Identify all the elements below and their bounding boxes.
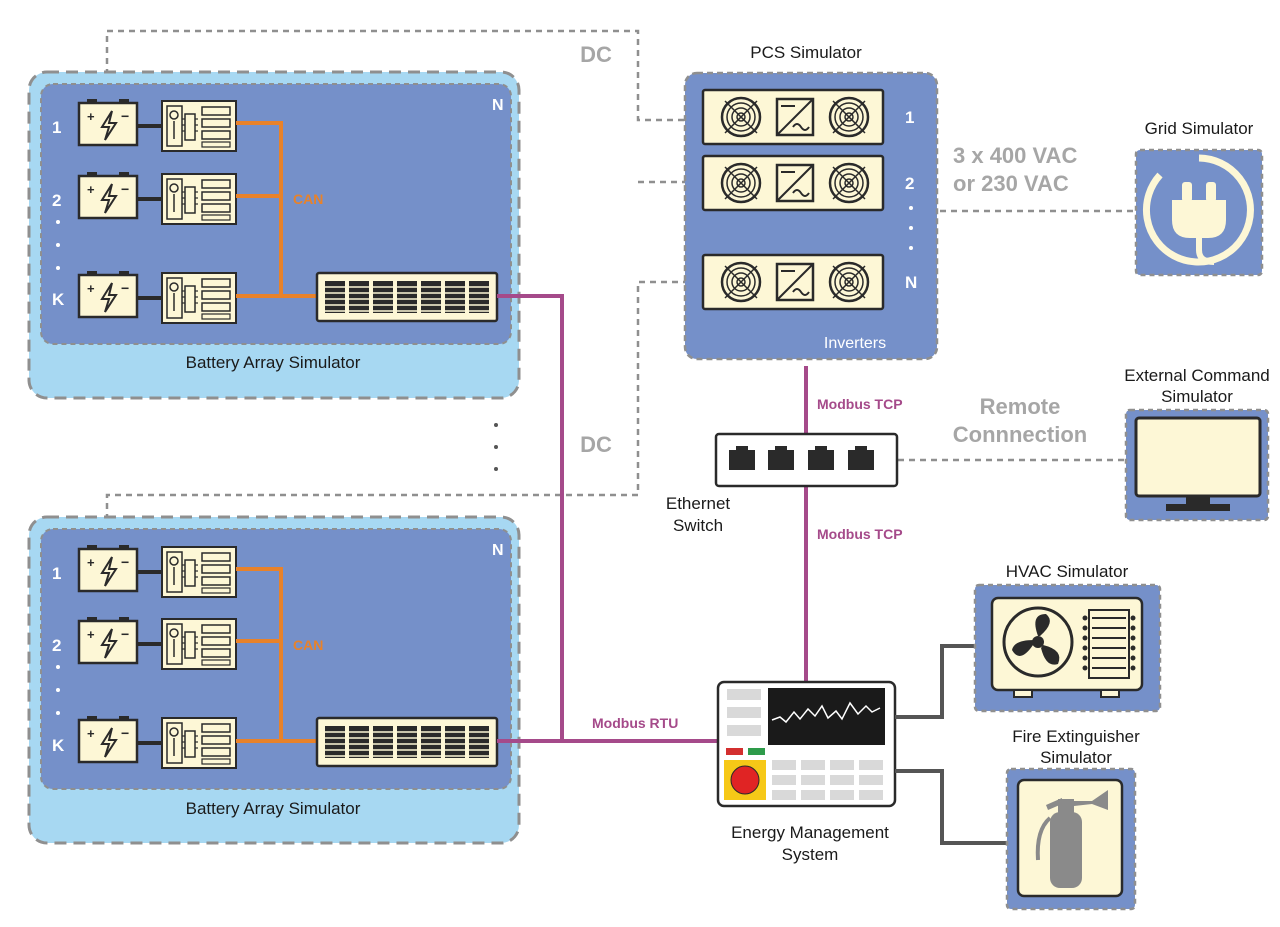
fire-extinguisher-icon xyxy=(1016,778,1124,898)
modbus-lines xyxy=(497,294,808,743)
status-light-green xyxy=(748,748,765,755)
grid-title: Grid Simulator xyxy=(1145,119,1254,138)
modbus-rtu-label: Modbus RTU xyxy=(592,715,678,731)
modbus-tcp-label: Modbus TCP xyxy=(817,526,903,542)
cell-index: K xyxy=(52,736,65,755)
bms-board-icon xyxy=(161,618,237,670)
cell-index: 1 xyxy=(52,118,61,137)
voltage-label: 3 x 400 VAC xyxy=(953,143,1077,168)
external-command-simulator: External Command Simulator xyxy=(1124,366,1270,522)
switch-label: Switch xyxy=(673,516,723,535)
emergency-stop-button xyxy=(730,765,760,795)
battery-icon xyxy=(77,615,139,665)
remote-connection-label: Remote xyxy=(980,394,1061,419)
battery-array-label: Battery Array Simulator xyxy=(186,353,361,372)
ethernet-switch: Ethernet Switch xyxy=(666,432,899,535)
inverter-index: N xyxy=(905,273,917,292)
cell-index: 2 xyxy=(52,636,61,655)
inverter-unit xyxy=(703,156,883,210)
ems-label: Energy Management xyxy=(731,823,889,842)
can-bus xyxy=(236,121,318,298)
ellipsis-dots xyxy=(56,665,60,715)
hvac-simulator: HVAC Simulator xyxy=(973,562,1162,713)
bms-board-icon xyxy=(161,272,237,324)
ems-label: System xyxy=(782,845,839,864)
rack-controller-icon xyxy=(315,716,499,768)
inverter-index: 1 xyxy=(905,108,914,127)
ellipsis-dots xyxy=(56,220,60,270)
inverter-unit xyxy=(703,255,883,309)
array-corner-label: N xyxy=(492,97,504,114)
plug-icon xyxy=(1143,154,1254,266)
battery-icon xyxy=(77,543,139,593)
inverter-index: 2 xyxy=(905,174,914,193)
ellipsis-dots xyxy=(909,206,913,250)
remote-connection-label: Connnection xyxy=(953,422,1087,447)
array-ellipsis xyxy=(494,423,498,471)
bms-board-icon xyxy=(161,717,237,769)
rack-controller-icon xyxy=(315,271,499,323)
modbus-tcp-label: Modbus TCP xyxy=(817,396,903,412)
dc-label: DC xyxy=(580,432,612,457)
array-corner-label: N xyxy=(492,542,504,559)
hvac-unit-icon xyxy=(990,596,1144,698)
can-label: CAN xyxy=(293,637,323,653)
battery-icon xyxy=(77,170,139,220)
battery-icon xyxy=(77,714,139,764)
status-light-red xyxy=(726,748,743,755)
bms-board-icon xyxy=(161,173,237,225)
fire-title: Fire Extinguisher xyxy=(1012,727,1140,746)
bms-board-icon xyxy=(161,100,237,152)
cell-index: 2 xyxy=(52,191,61,210)
inverters-label: Inverters xyxy=(824,335,886,352)
external-title: External Command xyxy=(1124,366,1270,385)
monitor-icon xyxy=(1134,416,1262,511)
bms-board-icon xyxy=(161,546,237,598)
dc-label: DC xyxy=(580,42,612,67)
cell-index: 1 xyxy=(52,564,61,583)
ems-trend-line xyxy=(771,701,881,724)
ems-peripheral-links xyxy=(895,644,1006,845)
battery-array-1: N 1 2 K CAN Battery Array Simulator xyxy=(27,70,521,400)
fire-extinguisher-simulator: Fire Extinguisher Simulator xyxy=(1005,727,1140,911)
voltage-label: or 230 VAC xyxy=(953,171,1069,196)
inverter-unit xyxy=(703,90,883,144)
fire-title: Simulator xyxy=(1040,748,1112,767)
energy-management-system: Energy Management System xyxy=(716,680,897,864)
battery-icon xyxy=(77,97,139,147)
battery-icon xyxy=(77,269,139,319)
battery-array-2: N 1 2 K CAN Battery Array Simulator xyxy=(27,515,521,845)
can-bus xyxy=(236,567,318,743)
hvac-title: HVAC Simulator xyxy=(1006,562,1129,581)
external-title: Simulator xyxy=(1161,387,1233,406)
battery-array-label: Battery Array Simulator xyxy=(186,799,361,818)
pcs-simulator: PCS Simulator 1 2 N Inverters xyxy=(683,43,939,361)
can-label: CAN xyxy=(293,191,323,207)
switch-label: Ethernet xyxy=(666,494,731,513)
cell-index: K xyxy=(52,290,65,309)
ems-keypad xyxy=(772,760,883,800)
pcs-title: PCS Simulator xyxy=(750,43,862,62)
grid-simulator: Grid Simulator xyxy=(1134,119,1264,277)
